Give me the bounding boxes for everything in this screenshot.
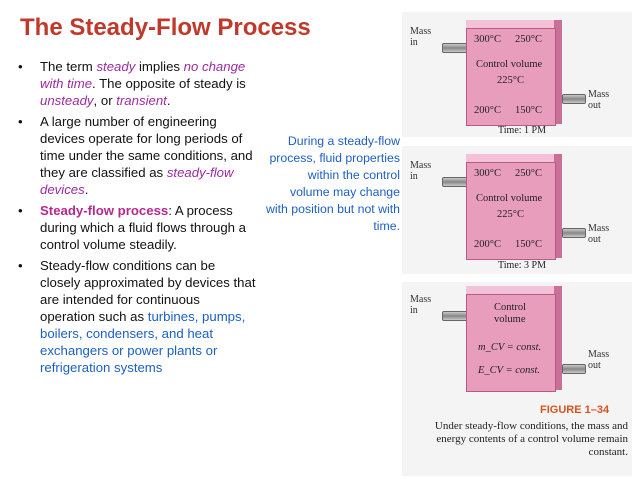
term-steady-flow-process: Steady-flow process	[40, 203, 169, 218]
text: implies	[135, 59, 184, 74]
mass-out-label: Mass out	[588, 223, 610, 245]
outlet-pipe-icon	[562, 364, 586, 374]
temp-bottom-left: 200°C	[474, 105, 501, 116]
text: A large number of engineering devices op…	[40, 114, 253, 180]
volume-label: volume	[494, 314, 526, 325]
term-transient: transient	[116, 93, 167, 108]
figure-caption: Under steady-flow conditions, the mass a…	[434, 420, 628, 458]
control-label: Control	[494, 302, 527, 313]
bullet-item: • A large number of engineering devices …	[18, 113, 258, 198]
energy-constant: E_CV = const.	[478, 365, 541, 376]
bullet-item: • The term steady implies no change with…	[18, 58, 258, 109]
figure-number: FIGURE 1–34	[540, 404, 610, 416]
text: The term	[40, 59, 97, 74]
figure-panel-constant: Mass in Control volume m_CV = const. E_C…	[402, 282, 632, 476]
box-side	[554, 154, 562, 258]
mass-in-label: Mass in	[410, 26, 432, 48]
bullet-item: • Steady-flow process: A process during …	[18, 202, 258, 253]
temp-top-left: 300°C	[474, 34, 501, 45]
control-volume-label: Control volume	[476, 59, 543, 70]
box-side	[554, 20, 562, 124]
temp-middle: 225°C	[497, 209, 524, 220]
text: .	[166, 93, 171, 108]
box-top	[466, 286, 554, 294]
temp-top-right: 250°C	[515, 34, 542, 45]
slide-title: The Steady-Flow Process	[20, 14, 311, 41]
device-list: turbines, pumps, boilers, condensers, an…	[40, 309, 246, 375]
bullet-dot-icon: •	[18, 59, 23, 74]
inlet-pipe-icon	[442, 43, 468, 53]
box-side	[554, 286, 562, 390]
control-volume-box	[466, 162, 556, 260]
control-volume-box	[466, 28, 556, 126]
mass-in-label: Mass in	[410, 294, 432, 316]
side-caption: During a steady-flow process, fluid prop…	[266, 134, 400, 233]
box-top	[466, 20, 554, 28]
temp-bottom-left: 200°C	[474, 239, 501, 250]
term-steady: steady	[96, 59, 136, 74]
text: .	[84, 182, 89, 197]
text: Steady-flow conditions can be closely ap…	[40, 258, 256, 324]
time-label: Time: 1 PM	[498, 125, 546, 136]
bullet-list: • The term steady implies no change with…	[18, 58, 258, 380]
mass-out-label: Mass out	[588, 89, 610, 111]
bullet-dot-icon: •	[18, 258, 23, 273]
mass-constant: m_CV = const.	[478, 342, 542, 353]
time-label: Time: 3 PM	[498, 260, 546, 271]
figure-panel-1pm: Mass in 300°C 250°C Control volume 225°C…	[402, 12, 632, 137]
temp-middle: 225°C	[497, 75, 524, 86]
text: : A process during which a fluid flows t…	[40, 203, 246, 252]
bullet-dot-icon: •	[18, 114, 23, 129]
inlet-pipe-icon	[442, 311, 468, 321]
control-volume-box	[466, 294, 556, 392]
box-top	[466, 154, 554, 162]
bullet-dot-icon: •	[18, 203, 23, 218]
temp-top-right: 250°C	[515, 168, 542, 179]
term-unsteady: unsteady	[40, 93, 94, 108]
temp-bottom-right: 150°C	[515, 105, 542, 116]
inlet-pipe-icon	[442, 177, 468, 187]
mass-out-label: Mass out	[588, 349, 610, 371]
temp-bottom-right: 150°C	[515, 239, 542, 250]
temp-top-left: 300°C	[474, 168, 501, 179]
control-volume-label: Control volume	[476, 193, 543, 204]
text: , or	[93, 93, 117, 108]
term-steady-flow-devices: steady-flow devices	[40, 165, 234, 197]
bullet-item: • Steady-flow conditions can be closely …	[18, 257, 258, 376]
text: . The opposite of steady is	[92, 76, 246, 91]
outlet-pipe-icon	[562, 228, 586, 238]
mass-in-label: Mass in	[410, 160, 432, 182]
figure-panel-3pm: Mass in 300°C 250°C Control volume 225°C…	[402, 146, 632, 274]
outlet-pipe-icon	[562, 94, 586, 104]
term-no-change: no change with time	[40, 59, 246, 91]
